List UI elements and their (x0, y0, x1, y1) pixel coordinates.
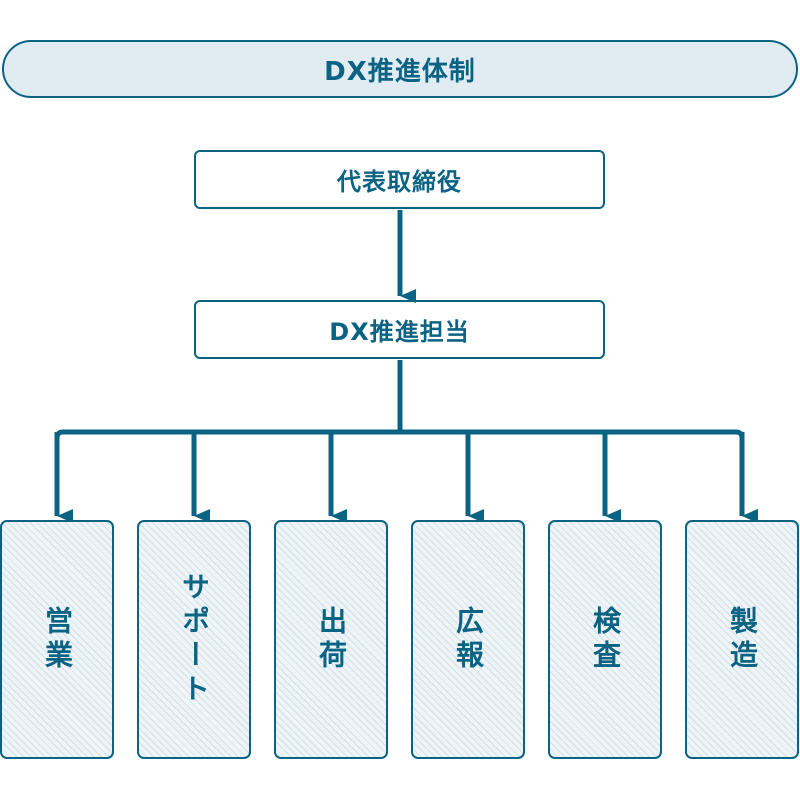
diagram-title: DX推進体制 (324, 56, 476, 87)
dept-shipping-box: 出荷 (274, 520, 388, 759)
ceo-label: 代表取締役 (337, 168, 462, 196)
dx-lead-box: DX推進担当 (194, 300, 605, 359)
ceo-box: 代表取締役 (194, 150, 605, 209)
dept-support-label: サポート (178, 571, 211, 708)
dept-sales-box: 営業 (0, 520, 114, 759)
dept-support-box: サポート (137, 520, 251, 759)
dept-pr-label: 広報 (452, 605, 485, 674)
dept-inspection-label: 検査 (589, 605, 622, 674)
dept-inspection-box: 検査 (548, 520, 662, 759)
branch-bar (54, 429, 758, 523)
dept-shipping-label: 出荷 (315, 605, 348, 674)
dx-lead-label: DX推進担当 (329, 318, 470, 346)
dept-manufacturing-box: 製造 (685, 520, 799, 759)
dept-sales-label: 営業 (41, 605, 74, 674)
diagram-title-banner: DX推進体制 (2, 40, 798, 98)
dept-manufacturing-label: 製造 (726, 605, 759, 674)
dept-pr-box: 広報 (411, 520, 525, 759)
